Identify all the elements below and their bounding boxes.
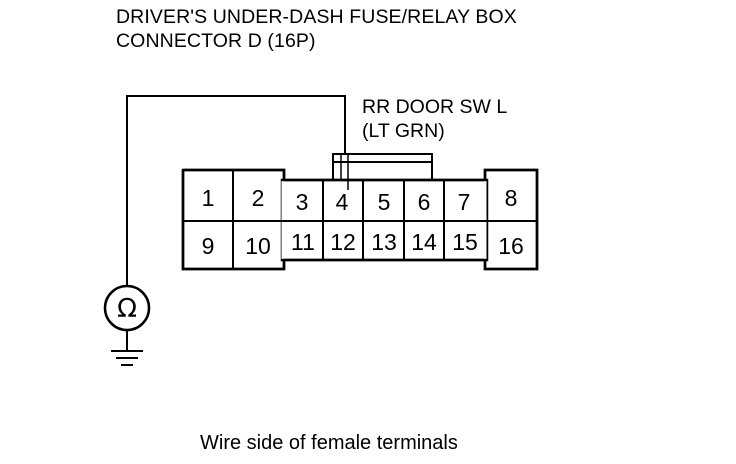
pin-number: 3 bbox=[296, 189, 309, 215]
connector-body bbox=[181, 168, 539, 271]
ohm-symbol: Ω bbox=[117, 294, 137, 324]
pin-number: 2 bbox=[252, 185, 265, 211]
wire-label-line-2: (LT GRN) bbox=[362, 120, 445, 142]
diagram-title: DRIVER'S UNDER-DASH FUSE/RELAY BOX CONNE… bbox=[116, 5, 517, 53]
ground-icon bbox=[111, 350, 143, 366]
pin-number: 7 bbox=[458, 189, 471, 215]
pin-number: 6 bbox=[418, 189, 431, 215]
pin-number: 9 bbox=[202, 233, 215, 259]
test-lead-wire bbox=[126, 95, 346, 290]
title-line-1: DRIVER'S UNDER-DASH FUSE/RELAY BOX bbox=[116, 6, 517, 28]
title-line-2: CONNECTOR D (16P) bbox=[116, 30, 316, 52]
connector-lock-tab bbox=[332, 153, 433, 182]
pin-number: 10 bbox=[245, 233, 271, 259]
pin-number: 5 bbox=[378, 189, 391, 215]
wire-label: RR DOOR SW L (LT GRN) bbox=[362, 95, 507, 143]
pin-number: 4 bbox=[336, 189, 349, 215]
pin-number: 12 bbox=[330, 229, 356, 255]
pin-number: 1 bbox=[202, 185, 215, 211]
pin-number: 15 bbox=[452, 229, 478, 255]
pin-number: 8 bbox=[505, 185, 518, 211]
pin-number: 13 bbox=[371, 229, 397, 255]
pin-number: 14 bbox=[411, 229, 437, 255]
diagram-caption: Wire side of female terminals bbox=[200, 432, 458, 454]
ohmmeter-icon: Ω bbox=[103, 284, 151, 332]
wire-label-line-1: RR DOOR SW L bbox=[362, 96, 508, 118]
pin-number: 11 bbox=[291, 229, 315, 255]
pin-number: 16 bbox=[498, 233, 524, 259]
